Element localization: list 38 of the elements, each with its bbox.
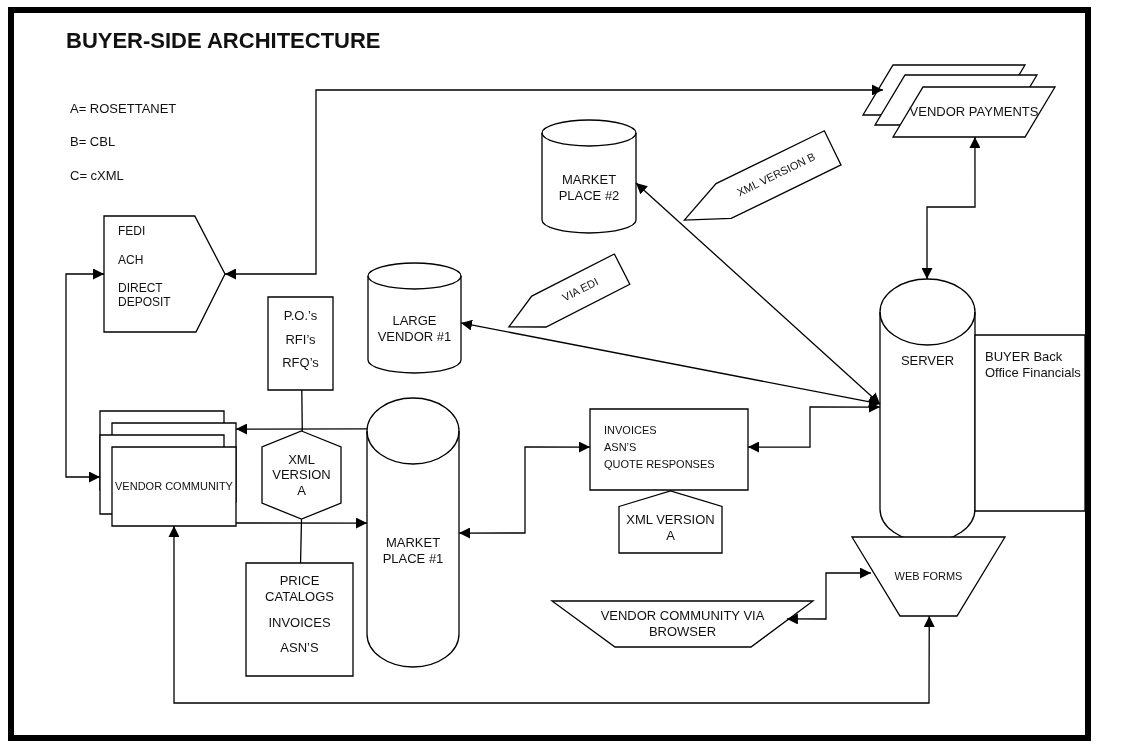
legend-note: C= cXML	[70, 168, 124, 183]
node-label: ASN’S	[604, 440, 637, 455]
node-label: VENDOR COMMUNITY	[115, 479, 233, 494]
connector-arrow	[747, 401, 881, 453]
node-label: P.O.’s	[283, 308, 318, 324]
tag-label: VIA EDI	[560, 275, 601, 305]
node-label: PRICE CATALOGS	[264, 573, 335, 605]
connector-arrow	[921, 136, 981, 280]
node-label: MARKET PLACE #1	[381, 534, 445, 567]
node-label: ASN’S	[280, 640, 319, 656]
connector-arrow	[235, 423, 368, 435]
node-label: WEB FORMS	[894, 569, 963, 584]
node-label: LARGE VENDOR #1	[376, 313, 453, 345]
node-label: BUYER Back Office Financials	[985, 349, 1081, 381]
node-label: INVOICES	[268, 614, 331, 631]
node-label: XML VERSION A	[625, 512, 716, 544]
node-label: MARKET PLACE #2	[557, 171, 621, 204]
node-label: VENDOR COMMUNITY VIA BROWSER	[599, 608, 766, 640]
connector-arrow	[635, 182, 881, 405]
connector-arrow	[786, 567, 872, 625]
connector-arrow	[460, 319, 881, 408]
connector-arrow	[65, 268, 105, 483]
node-label: INVOICES	[604, 423, 657, 437]
node-label: RFQ’s	[282, 355, 319, 371]
node-label: XML VERSION A	[271, 451, 332, 499]
diagram-title: BUYER-SIDE ARCHITECTURE	[66, 28, 381, 54]
connector-arrow	[458, 441, 591, 539]
node-label: ACH	[118, 252, 144, 267]
node-label: QUOTE RESPONSES	[604, 458, 715, 472]
node-label: VENDOR PAYMENTS	[909, 104, 1039, 120]
connector-arrow	[224, 84, 884, 280]
node-label: RFI’s	[285, 331, 316, 348]
node-label: DIRECT DEPOSIT	[118, 281, 172, 310]
legend-note: A= ROSETTANET	[70, 101, 177, 116]
connector-arrow	[168, 525, 935, 704]
node-label: FEDI	[118, 224, 146, 239]
connector-arrow	[235, 517, 368, 529]
legend-note: B= CBL	[70, 134, 116, 149]
